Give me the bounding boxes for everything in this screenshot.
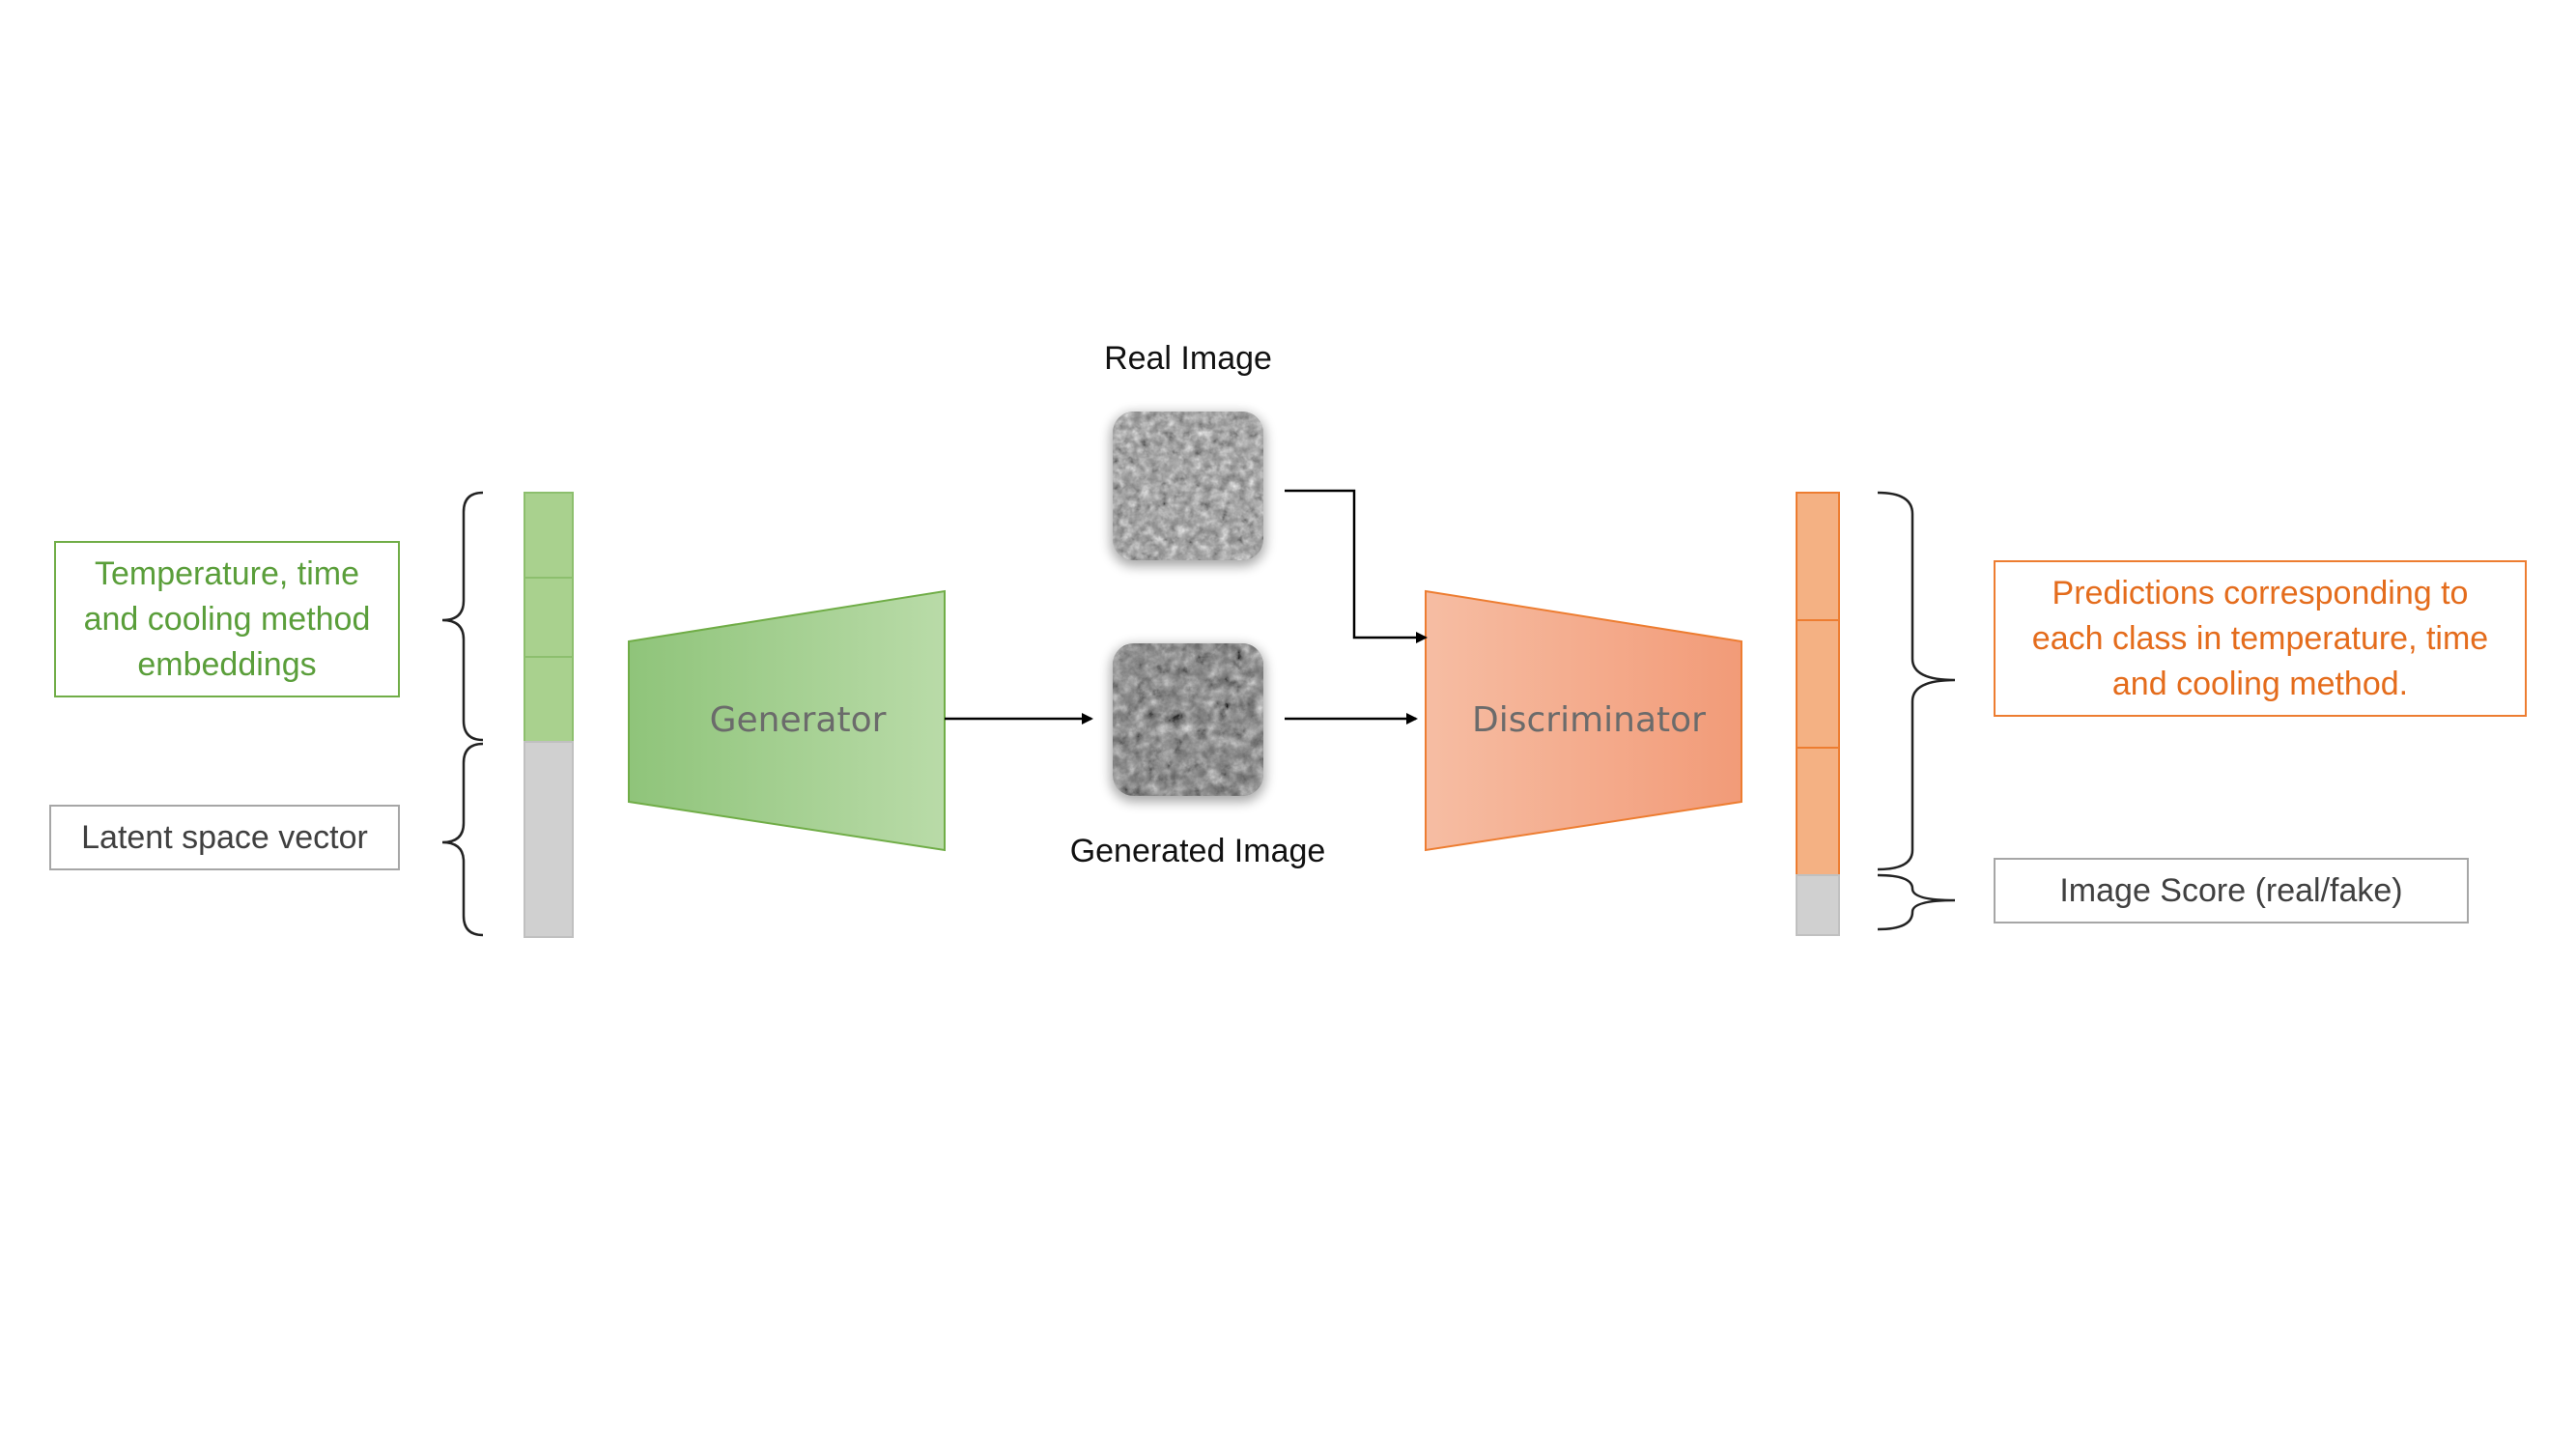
generator-block [628,589,946,852]
left-brace-latent [441,742,484,937]
prediction-segment [1796,619,1840,749]
generated-image-thumbnail [1111,643,1265,802]
embeddings-label-box: Temperature, time and cooling method emb… [54,541,400,697]
embedding-segment [524,492,574,579]
arrow-real-to-discriminator [1285,489,1428,643]
embedding-segment [524,577,574,658]
generator-label: Generator [710,700,887,740]
prediction-segment [1796,492,1840,621]
score-segment [1796,874,1840,936]
predictions-label-box: Predictions corresponding to each class … [1994,560,2527,717]
input-vector [524,492,574,938]
real-image-caption: Real Image [1104,340,1272,377]
output-vector [1796,492,1840,936]
right-brace-predictions [1877,491,1956,871]
discriminator-label: Discriminator [1472,700,1706,740]
discriminator-block [1425,589,1742,852]
generated-image-caption: Generated Image [1069,833,1326,869]
latent-label-box: Latent space vector [49,805,400,870]
prediction-segment [1796,747,1840,876]
score-label-box: Image Score (real/fake) [1994,858,2469,923]
left-brace-embeddings [441,491,484,742]
right-brace-score [1877,873,1956,931]
embedding-segment [524,656,574,743]
latent-segment [524,741,574,938]
real-image-thumbnail [1111,412,1265,566]
